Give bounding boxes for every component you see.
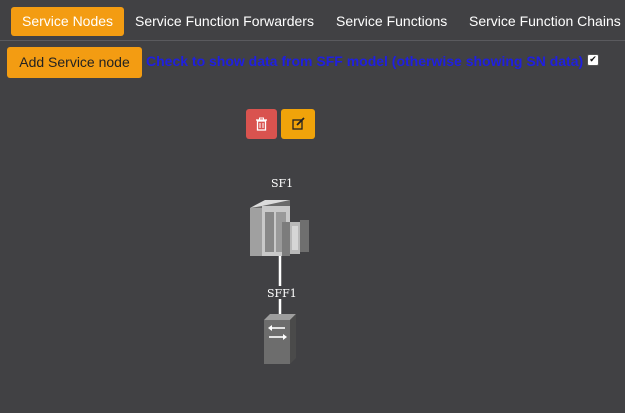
- tab-service-function-forwarders[interactable]: Service Function Forwarders: [135, 13, 314, 29]
- add-service-node-button[interactable]: Add Service node: [7, 47, 142, 78]
- node-label-sff1: SFF1: [267, 287, 297, 300]
- node-label-sf1: SF1: [271, 177, 294, 190]
- tab-service-functions[interactable]: Service Functions: [336, 13, 448, 29]
- sff-model-checkbox-label[interactable]: Check to show data from SFF model (other…: [146, 53, 584, 69]
- edit-icon: [292, 117, 305, 130]
- edit-node-button[interactable]: [281, 109, 315, 139]
- trash-icon: [256, 117, 267, 131]
- sff-model-checkbox[interactable]: ✔: [587, 54, 599, 66]
- tab-bar: Service Nodes Service Function Forwarder…: [0, 0, 625, 40]
- delete-node-button[interactable]: [246, 109, 277, 139]
- server-rack-icon[interactable]: [250, 200, 309, 256]
- switch-icon[interactable]: [264, 314, 296, 364]
- tab-service-function-chains[interactable]: Service Function Chains: [469, 13, 621, 29]
- tab-service-nodes[interactable]: Service Nodes: [11, 7, 125, 36]
- tab-divider: [0, 40, 625, 41]
